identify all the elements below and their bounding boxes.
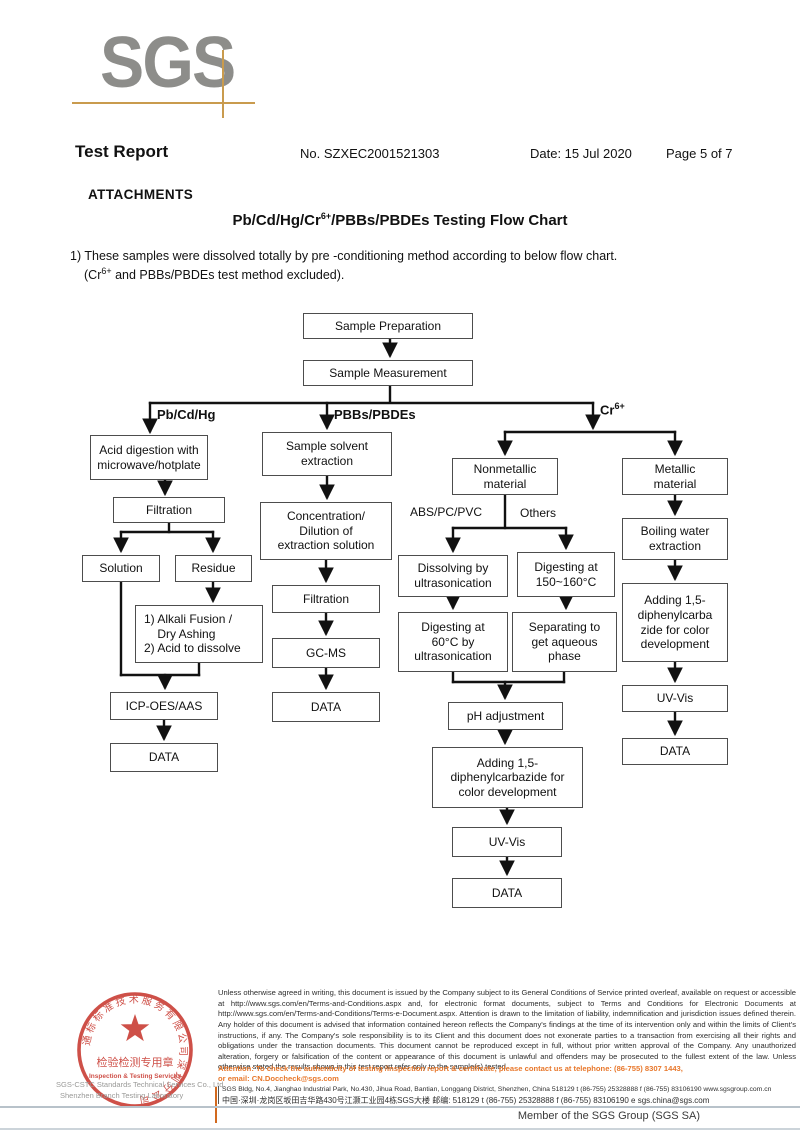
page-indicator: Page 5 of 7 [666,146,733,161]
flow-connectors [113,337,683,877]
flow-node-acid-digestion: Acid digestion with microwave/hotplate [90,435,208,480]
branch-label-others: Others [520,506,557,520]
flow-node-sample-preparation: Sample Preparation [303,313,473,339]
superscript: 6+ [614,401,625,411]
flow-node-data-nonmetallic: DATA [452,878,562,908]
flow-node-data-pbbs: DATA [272,692,380,722]
flow-node-separating-aqueous: Separating to get aqueous phase [512,612,617,672]
stamp-company-line-1: SGS-CSTC Standards Technical Services Co… [56,1080,226,1089]
flow-chart-title: Pb/Cd/Hg/Cr6+/PBBs/PBDEs Testing Flow Ch… [232,211,568,229]
stamp-star-icon [120,1014,150,1042]
flow-node-solution: Solution [82,555,160,582]
branch-label-cr6: Cr6+ [600,401,625,418]
flow-node-residue: Residue [175,555,252,582]
flow-node-filtration-1: Filtration [113,497,225,523]
bottom-rule [0,1128,800,1130]
testing-flow-chart: Pb/Cd/Hg PBBs/PBDEs Cr6+ ABS/PC/PVC Othe… [60,305,760,917]
stamp-line-2: Inspection & Testing Services [89,1073,181,1080]
attention-line-2: or email: CN.Doccheck@sgs.com [218,1074,339,1083]
flow-node-digesting-150-160: Digesting at 150~160°C [517,552,615,597]
superscript: 6+ [101,266,112,276]
attention-line-1: Attention: To check the authenticity of … [218,1064,683,1073]
branch-label-abs-pc-pvc: ABS/PC/PVC [410,505,483,519]
stamp-line-1: 检验检测专用章 [97,1055,174,1069]
footer-rule [0,1106,800,1108]
inspection-stamp: 通标标准技术服务有限公司深圳分公司 检验检测专用章 Inspection & T… [55,982,215,1127]
flow-node-concentration-dilution: Concentration/ Dilution of extraction so… [260,502,392,560]
member-line: Member of the SGS Group (SGS SA) [517,1110,700,1122]
branch-label-pb-cd-hg: Pb/Cd/Hg [157,407,216,422]
logo-horizontal-line [72,102,255,104]
flow-node-dissolving-ultrasonication: Dissolving by ultrasonication [398,555,508,597]
address-chinese: 中国·深圳·龙岗区坂田吉华路430号江灏工业园4栋SGS大楼 邮编: 51812… [222,1096,710,1105]
report-date: Date: 15 Jul 2020 [530,146,632,161]
flow-node-sample-measurement: Sample Measurement [303,360,473,386]
flow-node-adding-diphenylcarbazide-metallic: Adding 1,5- diphenylcarba zide for color… [622,583,728,662]
fold-mark [215,1087,217,1123]
logo-vertical-line [222,50,224,118]
stamp-company-line-2: Shenzhen Branch Testing Laboratory [60,1091,184,1100]
flow-node-data-metallic: DATA [622,738,728,765]
superscript: 6+ [320,211,332,221]
address-divider [218,1086,219,1104]
flow-node-adding-diphenylcarbazide-nonmetallic: Adding 1,5- diphenylcarbazide for color … [432,747,583,808]
flow-node-digesting-60: Digesting at 60°C by ultrasonication [398,612,508,672]
flow-node-alkali-fusion: 1) Alkali Fusion / Dry Ashing 2) Acid to… [135,605,263,663]
branch-label-pbbs-pbdes: PBBs/PBDEs [334,407,416,422]
flow-node-ph-adjustment: pH adjustment [448,702,563,730]
note-line-2: (Cr6+ and PBBs/PBDEs test method exclude… [84,266,345,283]
flow-node-icp-oes-aas: ICP-OES/AAS [110,692,218,720]
flow-node-uv-vis-nonmetallic: UV-Vis [452,827,562,857]
page-title: Test Report [75,142,169,161]
note-line-1: 1) These samples were dissolved totally … [70,249,618,263]
legal-disclaimer: Unless otherwise agreed in writing, this… [218,988,796,1072]
flow-node-data-pb: DATA [110,743,218,772]
address-english: SGS Bldg, No.4, Jianghao Industrial Park… [222,1086,772,1093]
flow-node-nonmetallic-material: Nonmetallic material [452,458,558,495]
flow-node-uv-vis-metallic: UV-Vis [622,685,728,712]
flow-node-boiling-water-extraction: Boiling water extraction [622,518,728,560]
flow-node-gc-ms: GC-MS [272,638,380,668]
flow-node-filtration-2: Filtration [272,585,380,613]
flow-node-sample-solvent-extraction: Sample solvent extraction [262,432,392,476]
sgs-logo: SGS [100,23,236,103]
flow-node-metallic-material: Metallic material [622,458,728,495]
attachments-heading: ATTACHMENTS [88,187,194,202]
report-number: No. SZXEC2001521303 [300,146,440,161]
